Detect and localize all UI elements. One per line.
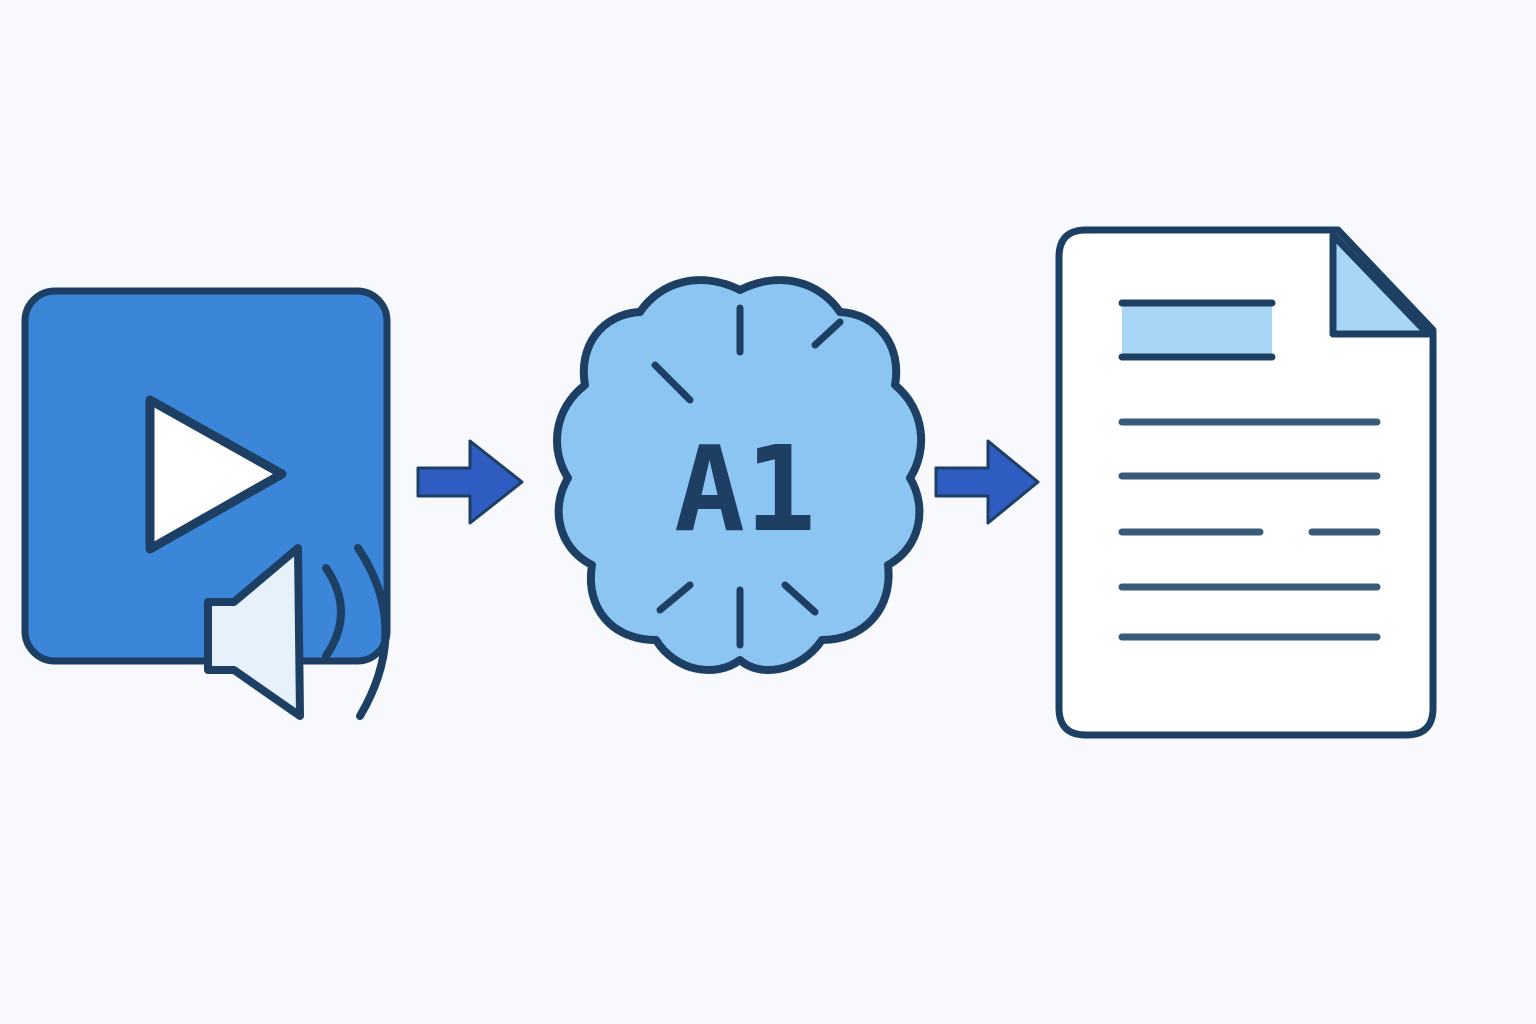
arrow-right-icon xyxy=(934,439,1040,525)
brain-outline xyxy=(553,276,926,675)
ai-label: A1 xyxy=(674,420,816,558)
text-document-icon xyxy=(1055,226,1437,739)
document-heading xyxy=(1118,299,1276,361)
arrow-right-icon xyxy=(416,439,524,525)
speaker-body xyxy=(204,544,304,720)
brain-folds xyxy=(651,304,844,649)
speaker-icon xyxy=(204,544,390,720)
ai-brain-icon: A1 xyxy=(553,276,926,675)
video-audio-icon xyxy=(21,287,391,720)
play-icon xyxy=(145,395,287,554)
document-fold xyxy=(1329,231,1432,338)
sound-wave-icon xyxy=(322,564,345,660)
document-text-lines xyxy=(1118,418,1381,641)
sound-wave-icon xyxy=(354,544,390,720)
